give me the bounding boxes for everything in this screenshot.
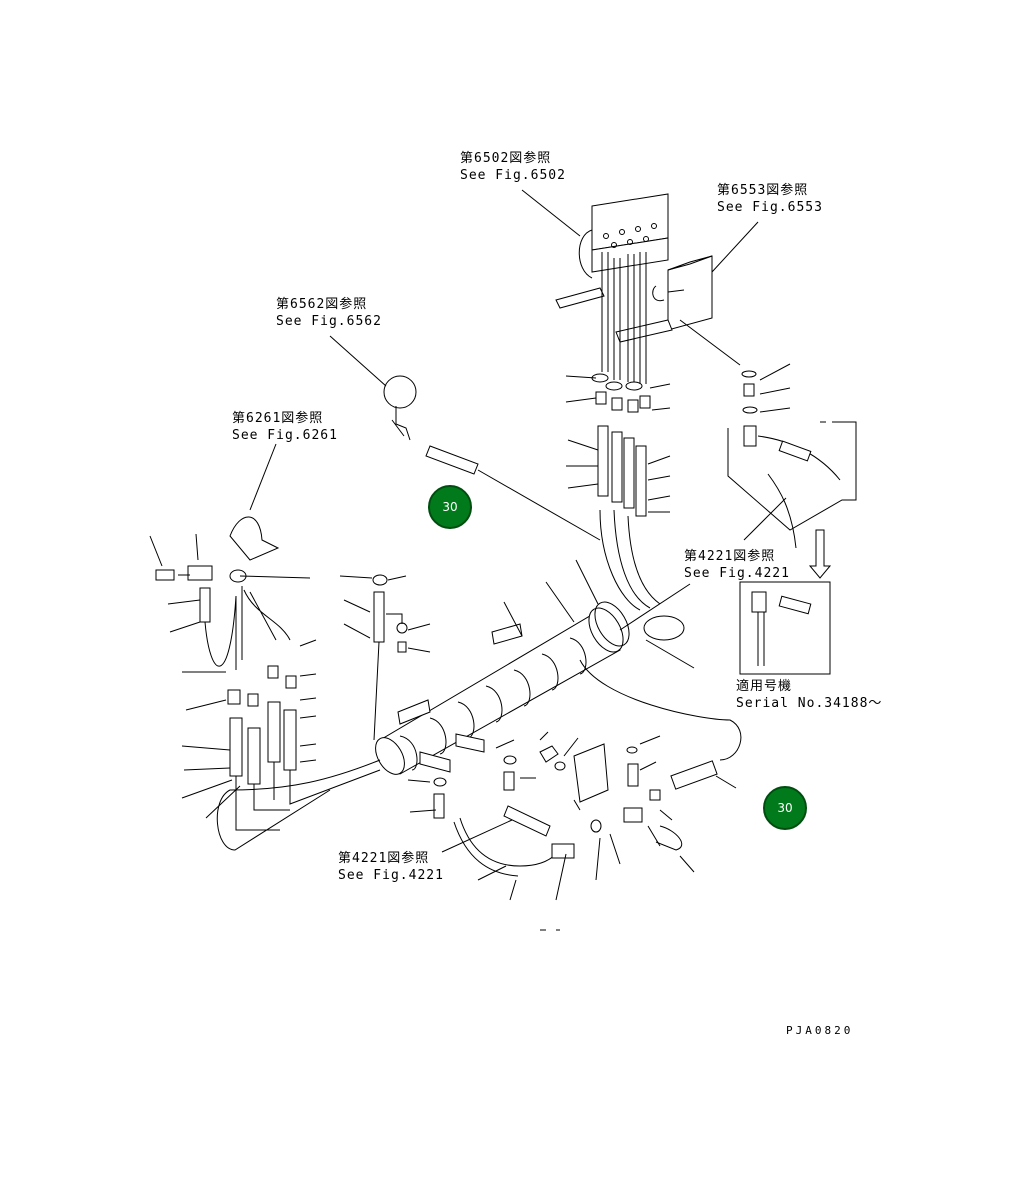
ref-fig6261: 第6261図参照 See Fig.6261: [232, 410, 338, 444]
ref-fig4221-right-jp: 第4221図参照: [684, 549, 776, 564]
fitting-cluster-top: [565, 373, 671, 517]
ref-fig6562-jp: 第6562図参照: [276, 297, 368, 312]
ref-fig6553-en: See Fig.6553: [717, 200, 823, 215]
ref-fig6562: 第6562図参照 See Fig.6562: [276, 296, 382, 330]
control-valve-block: [555, 193, 669, 309]
left-lever-assembly: [149, 516, 381, 831]
ref-fig6502: 第6502図参照 See Fig.6502: [460, 150, 566, 184]
ref-fig4221-right: 第4221図参照 See Fig.4221: [684, 548, 790, 582]
ref-fig4221-right-en: See Fig.4221: [684, 566, 790, 581]
ref-fig6553: 第6553図参照 See Fig.6553: [717, 182, 823, 216]
pilot-knob: [383, 375, 601, 541]
ref-fig6562-en: See Fig.6562: [276, 314, 382, 329]
serial-jp: 適用号機: [736, 679, 793, 694]
ref-fig6261-jp: 第6261図参照: [232, 411, 324, 426]
ref-fig6553-jp: 第6553図参照: [717, 183, 809, 198]
ref-fig6261-en: See Fig.6261: [232, 428, 338, 443]
ref-fig6502-jp: 第6502図参照: [460, 151, 552, 166]
ref-fig4221-bottom-jp: 第4221図参照: [338, 851, 430, 866]
solenoid-valve-block: [615, 255, 713, 343]
bottom-parts: [407, 731, 737, 931]
middle-hose: [339, 574, 431, 741]
ref-fig4221-bottom: 第4221図参照 See Fig.4221: [338, 850, 444, 884]
callout-badge-left[interactable]: 30: [428, 485, 472, 529]
ref-fig6502-en: See Fig.6502: [460, 168, 566, 183]
valve-hoses: [601, 252, 741, 384]
ref-fig4221-bottom-en: See Fig.4221: [338, 868, 444, 883]
serial-en: Serial No.34188～: [736, 696, 883, 711]
callout-badge-right[interactable]: 30: [763, 786, 807, 830]
serial-applicability: 適用号機 Serial No.34188～: [736, 678, 882, 712]
reference-leaders: [249, 189, 787, 853]
right-hose-group: [727, 363, 857, 579]
serial-inset-box: [739, 581, 831, 675]
spiral-hose-harness: [216, 509, 742, 851]
drawing-code: PJA0820: [786, 1024, 854, 1037]
